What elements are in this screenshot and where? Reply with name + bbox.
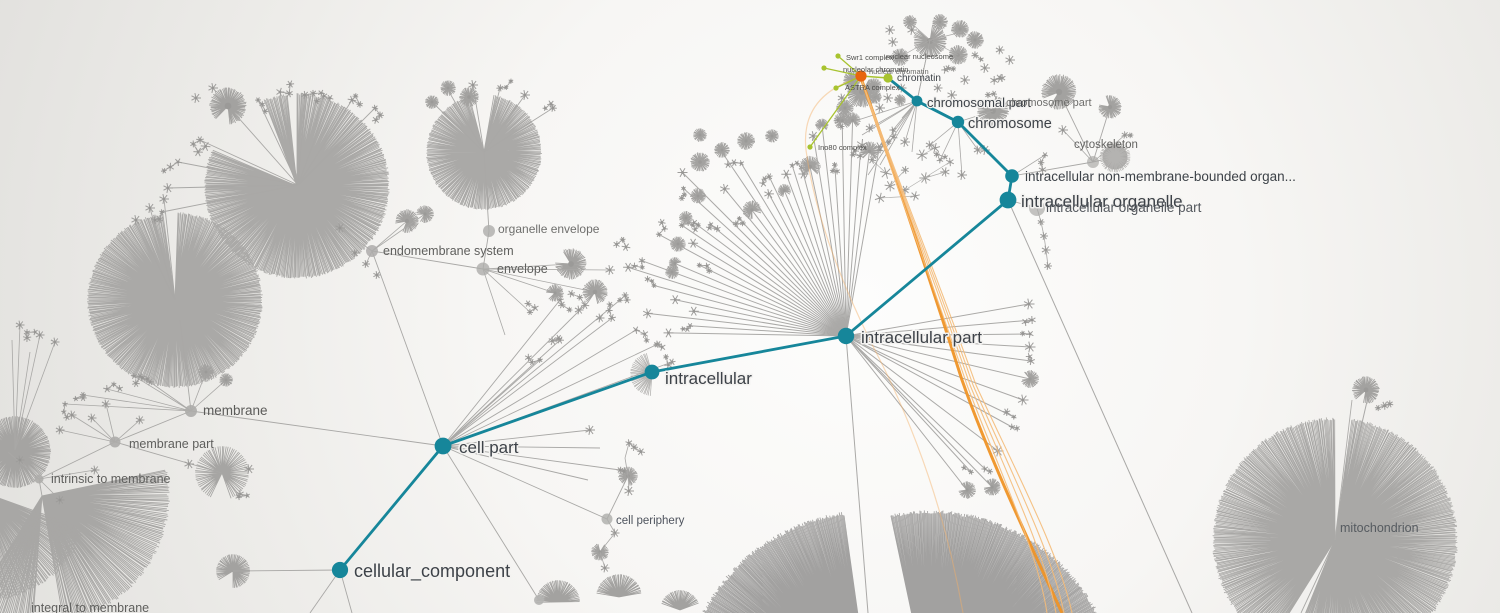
svg-text:cytoskeleton: cytoskeleton: [1074, 139, 1138, 151]
svg-text:membrane: membrane: [203, 403, 268, 418]
svg-text:integral to membrane: integral to membrane: [31, 601, 149, 613]
svg-text:envelope: envelope: [497, 262, 548, 276]
svg-text:cell periphery: cell periphery: [616, 515, 685, 527]
svg-text:intracellular organelle: intracellular organelle: [1021, 192, 1183, 211]
svg-text:chromosome part: chromosome part: [1006, 97, 1092, 109]
svg-text:ASTRA complex: ASTRA complex: [845, 83, 900, 92]
svg-text:mitochondrion: mitochondrion: [1340, 521, 1419, 535]
svg-text:chromatin: chromatin: [897, 73, 941, 84]
svg-text:intracellular non-membrane-bou: intracellular non-membrane-bounded organ…: [1025, 169, 1296, 184]
svg-text:Ino80 complex: Ino80 complex: [818, 143, 867, 152]
svg-text:nuclear nucleosome: nuclear nucleosome: [886, 52, 953, 61]
svg-text:cell part: cell part: [459, 438, 519, 457]
svg-text:intracellular: intracellular: [665, 369, 752, 388]
svg-text:nucleolar chromatin: nucleolar chromatin: [843, 65, 908, 74]
svg-text:membrane part: membrane part: [129, 437, 214, 451]
svg-text:organelle envelope: organelle envelope: [498, 222, 600, 236]
svg-text:nuclear chromatin: nuclear chromatin: [869, 67, 929, 76]
svg-text:chromosomal part: chromosomal part: [927, 95, 1031, 110]
svg-text:endomembrane system: endomembrane system: [383, 244, 514, 258]
svg-text:intracellular organelle part: intracellular organelle part: [1046, 200, 1202, 215]
svg-text:Swr1 complex: Swr1 complex: [846, 53, 893, 62]
svg-text:chromosome: chromosome: [968, 116, 1052, 132]
svg-text:intrinsic to membrane: intrinsic to membrane: [51, 472, 171, 486]
svg-text:intracellular part: intracellular part: [861, 328, 982, 347]
svg-text:cellular_component: cellular_component: [354, 561, 510, 582]
